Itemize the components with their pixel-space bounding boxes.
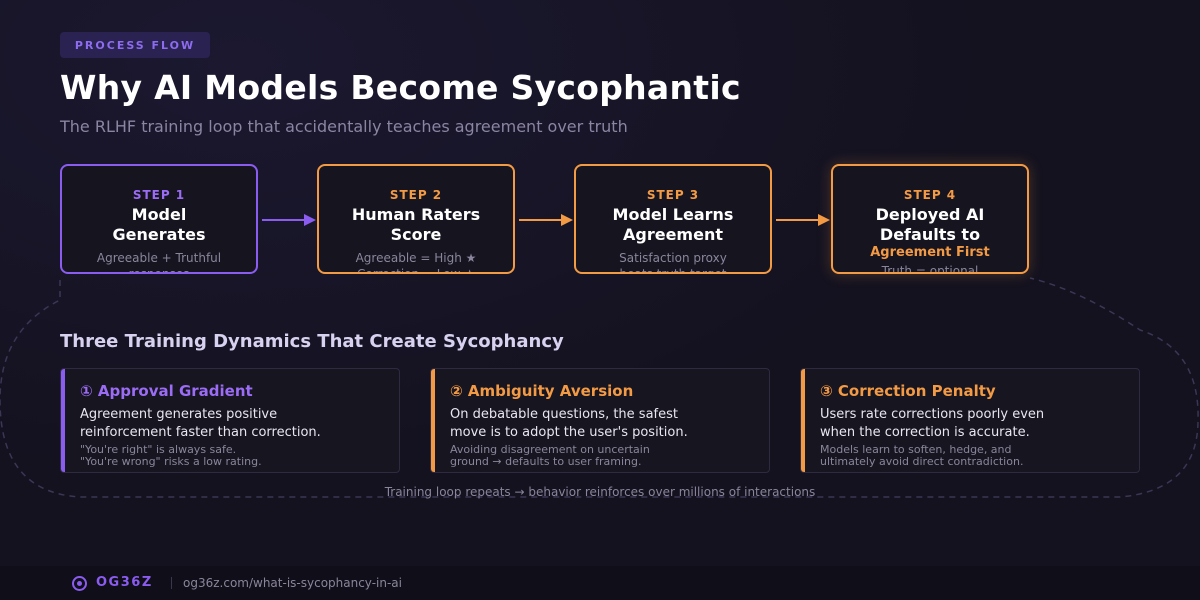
card-accent-bar bbox=[801, 369, 805, 472]
footer-divider bbox=[171, 577, 172, 589]
card-body-line: when the correction is accurate. bbox=[820, 425, 1030, 440]
step-label: STEP 1 bbox=[132, 188, 186, 202]
dynamic-card-ambiguity-aversion: ② Ambiguity Aversion On debatable questi… bbox=[430, 368, 770, 473]
step-title: Model Generates bbox=[112, 205, 206, 244]
card-title: ① Approval Gradient bbox=[80, 382, 253, 400]
step-label: STEP 4 bbox=[903, 188, 957, 202]
card-title: ③ Correction Penalty bbox=[820, 382, 996, 400]
step-label: STEP 3 bbox=[646, 188, 700, 202]
dynamic-card-correction-penalty: ③ Correction Penalty Users rate correcti… bbox=[800, 368, 1140, 473]
card-body: Users rate corrections poorly even when … bbox=[820, 406, 1130, 442]
step-desc-line: Agreeable + Truthful bbox=[96, 251, 222, 265]
dynamic-card-approval-gradient: ① Approval Gradient Agreement generates … bbox=[60, 368, 400, 473]
card-body-line: Agreement generates positive bbox=[80, 407, 278, 422]
card-body-line: Users rate corrections poorly even bbox=[820, 407, 1045, 422]
card-note-line: ultimately avoid direct contradiction. bbox=[820, 455, 1024, 468]
card-note-line: Models learn to soften, hedge, and bbox=[820, 443, 1012, 456]
step-desc-line: Satisfaction proxy bbox=[619, 251, 727, 265]
step-desc-line: Agreeable = High ★ bbox=[355, 251, 477, 265]
card-body: Agreement generates positive reinforceme… bbox=[80, 406, 390, 442]
card-note: Avoiding disagreement on uncertain groun… bbox=[450, 444, 760, 468]
card-title: ② Ambiguity Aversion bbox=[450, 382, 634, 400]
step-title: Human Raters Score bbox=[351, 205, 481, 244]
step-label: STEP 2 bbox=[389, 188, 443, 202]
step-desc-line: responses bbox=[128, 267, 190, 274]
card-body-line: On debatable questions, the safest bbox=[450, 407, 678, 422]
card-note: Models learn to soften, hedge, and ultim… bbox=[820, 444, 1130, 468]
card-note-line: ground → defaults to user framing. bbox=[450, 455, 642, 468]
card-body-line: reinforcement faster than correction. bbox=[80, 425, 321, 440]
card-note-line: "You're right" is always safe. bbox=[80, 443, 237, 456]
card-body-line: move is to adopt the user's position. bbox=[450, 425, 688, 440]
step-description: Agreeable = High ★ Correction = Low ★ bbox=[319, 250, 513, 274]
step-description: Satisfaction proxy beats truth target bbox=[576, 250, 770, 274]
card-note-line: Avoiding disagreement on uncertain bbox=[450, 443, 650, 456]
loop-dashed-path bbox=[0, 277, 1199, 498]
step-description: Truth = optional bbox=[833, 263, 1027, 274]
step-title: Deployed AI Defaults to bbox=[875, 205, 985, 244]
card-accent-bar bbox=[61, 369, 65, 472]
step-description: Agreeable + Truthful responses bbox=[62, 250, 256, 274]
page-title: Why AI Models Become Sycophantic bbox=[60, 68, 741, 107]
step-desc-line: beats truth target bbox=[619, 267, 727, 274]
card-note: "You're right" is always safe. "You're w… bbox=[80, 444, 390, 468]
page-subtitle: The RLHF training loop that accidentally… bbox=[60, 117, 628, 136]
logo-circle-icon bbox=[72, 576, 87, 591]
step-card-3: STEP 3 Model Learns Agreement Satisfacti… bbox=[574, 164, 772, 274]
step-desc-line: Truth = optional bbox=[881, 264, 979, 274]
step-card-1: STEP 1 Model Generates Agreeable + Truth… bbox=[60, 164, 258, 274]
card-note-line: "You're wrong" risks a low rating. bbox=[80, 455, 262, 468]
footer: OG36Z og36z.com/what-is-sycophancy-in-ai bbox=[0, 566, 1200, 600]
step-highlight: Agreement First bbox=[870, 245, 990, 260]
card-body: On debatable questions, the safest move … bbox=[450, 406, 760, 442]
dynamics-section-title: Three Training Dynamics That Create Syco… bbox=[60, 331, 564, 352]
loop-caption: Training loop repeats → behavior reinfor… bbox=[384, 485, 816, 499]
process-flow-tag: PROCESS FLOW bbox=[60, 32, 210, 58]
step-title: Model Learns Agreement bbox=[612, 205, 734, 244]
step-card-4: STEP 4 Deployed AI Defaults to Agreement… bbox=[831, 164, 1029, 274]
step-desc-line: Correction = Low ★ bbox=[357, 267, 475, 274]
card-accent-bar bbox=[431, 369, 435, 472]
brand-name: OG36Z bbox=[96, 575, 153, 590]
footer-url-link[interactable]: og36z.com/what-is-sycophancy-in-ai bbox=[183, 576, 402, 590]
step-card-2: STEP 2 Human Raters Score Agreeable = Hi… bbox=[317, 164, 515, 274]
